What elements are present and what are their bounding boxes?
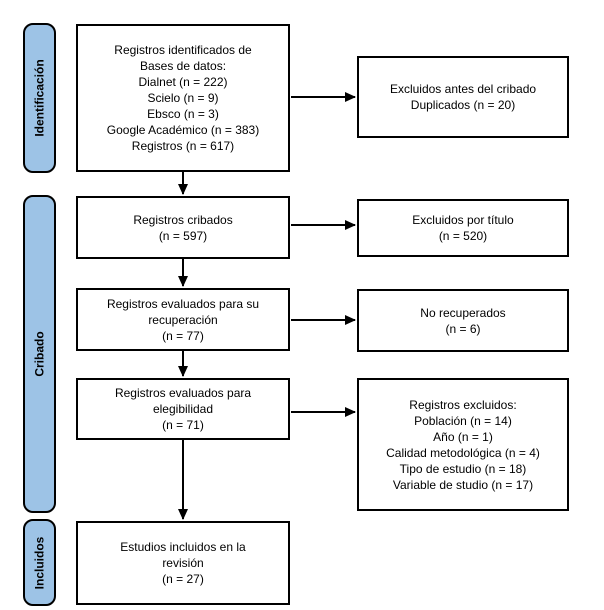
box-line: Google Académico (n = 383) xyxy=(106,123,260,137)
box-line: (n = 520) xyxy=(438,229,488,243)
box-line: (n = 77) xyxy=(162,328,204,343)
box-registros-evaluados-recuperacion: Registros evaluados para su recuperación… xyxy=(76,288,290,351)
box-line: No recuperados xyxy=(420,305,506,320)
box-line: Registros evaluados para xyxy=(114,386,252,400)
stage-label-identificacion: Identificación xyxy=(23,23,56,173)
box-line: Estudios incluidos en la xyxy=(120,540,246,554)
stage-label-identificacion-text: Identificación xyxy=(32,59,47,137)
box-line: Registros identificados de xyxy=(114,43,252,57)
box-line: Tipo de estudio (n = 18) xyxy=(399,461,527,476)
box-line: (n = 6) xyxy=(445,321,481,336)
box-registros-cribados: Registros cribados (n = 597) xyxy=(76,196,290,259)
box-line: Población (n = 14) xyxy=(414,413,512,428)
box-line: Registros cribados xyxy=(133,212,233,227)
stage-label-incluidos-text: Incluidos xyxy=(32,536,47,589)
box-line: Ebsco (n = 3) xyxy=(147,107,219,121)
box-line: Duplicados (n = 20) xyxy=(410,98,516,112)
box-excluidos-por-titulo: Excluidos por título (n = 520) xyxy=(357,199,569,257)
box-line: recuperación xyxy=(148,312,218,327)
box-line: Excluidos por título xyxy=(412,213,514,227)
box-line: (n = 597) xyxy=(158,228,208,243)
box-line: elegibilidad xyxy=(152,402,214,416)
box-line: (n = 71) xyxy=(162,418,204,432)
box-registros-excluidos: Registros excluidos: Población (n = 14) … xyxy=(357,378,569,511)
box-line: Scielo (n = 9) xyxy=(147,91,219,105)
box-line: Registros (n = 617) xyxy=(131,139,235,153)
box-registros-evaluados-elegibilidad: Registros evaluados para elegibilidad (n… xyxy=(76,378,290,440)
box-line: Excluidos antes del cribado xyxy=(389,82,537,96)
box-line: Calidad metodológica (n = 4) xyxy=(386,445,540,460)
box-estudios-incluidos: Estudios incluidos en la revisión (n = 2… xyxy=(76,521,290,605)
box-registros-identificados: Registros identificados de Bases de dato… xyxy=(76,24,290,172)
stage-label-cribado-text: Cribado xyxy=(32,331,47,377)
box-line: (n = 27) xyxy=(162,572,204,586)
box-line: revisión xyxy=(162,556,204,570)
box-line: Registros evaluados para su xyxy=(106,296,260,311)
box-excluidos-antes-cribado: Excluidos antes del cribado Duplicados (… xyxy=(357,56,569,138)
box-line: Dialnet (n = 222) xyxy=(138,75,228,89)
box-line: Bases de datos: xyxy=(139,59,227,73)
box-line: Registros excluidos: xyxy=(409,397,517,412)
box-no-recuperados: No recuperados (n = 6) xyxy=(357,289,569,352)
box-line: Año (n = 1) xyxy=(433,429,493,444)
stage-label-incluidos: Incluidos xyxy=(23,519,56,606)
box-line: Variable de studio (n = 17) xyxy=(392,477,534,492)
stage-label-cribado: Cribado xyxy=(23,195,56,513)
